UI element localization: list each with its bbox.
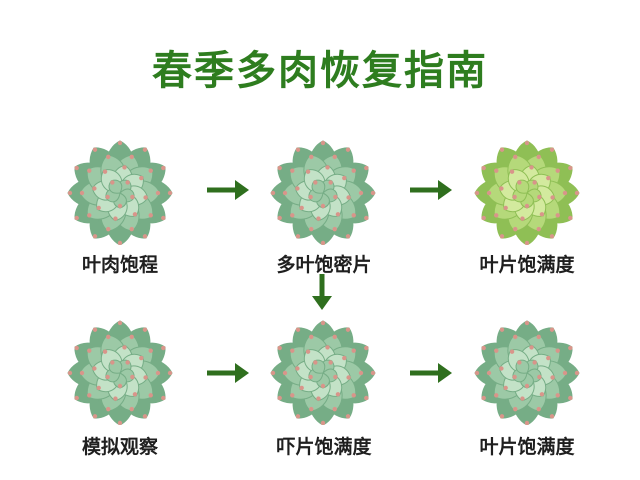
succulent-rosette-icon xyxy=(67,140,173,245)
succulent-image-4 xyxy=(45,305,195,425)
succulent-rosette-icon xyxy=(270,320,376,425)
node-label-6: 叶片饱满度 xyxy=(479,436,575,458)
node-label-4: 模拟观察 xyxy=(81,436,158,458)
succulent-rosette-icon xyxy=(270,140,376,245)
arrow-down-icon xyxy=(312,274,332,310)
node-label-1: 叶肉饱程 xyxy=(81,254,158,276)
succulent-rosette-icon xyxy=(67,320,173,425)
node-label-2: 多叶饱密片 xyxy=(276,254,372,276)
arrow-right-1 xyxy=(205,178,251,202)
arrow-right-4 xyxy=(408,361,454,385)
succulent-rosette-icon xyxy=(474,320,580,425)
arrow-right-3 xyxy=(205,361,251,385)
succulent-image-2 xyxy=(248,125,398,245)
arrow-down-1 xyxy=(310,272,334,312)
succulent-image-5 xyxy=(248,305,398,425)
node-label-5: 吓片饱满度 xyxy=(276,436,372,458)
succulent-image-6 xyxy=(452,305,602,425)
arrow-right-icon xyxy=(207,363,249,383)
arrow-right-icon xyxy=(207,180,249,200)
arrow-right-icon xyxy=(410,363,452,383)
arrow-right-icon xyxy=(410,180,452,200)
succulent-rosette-icon xyxy=(474,140,580,245)
node-label-3: 叶片饱满度 xyxy=(479,254,575,276)
arrow-right-2 xyxy=(408,178,454,202)
page-title: 春季多肉恢复指南 xyxy=(152,48,488,94)
succulent-image-1 xyxy=(45,125,195,245)
succulent-image-3 xyxy=(452,125,602,245)
